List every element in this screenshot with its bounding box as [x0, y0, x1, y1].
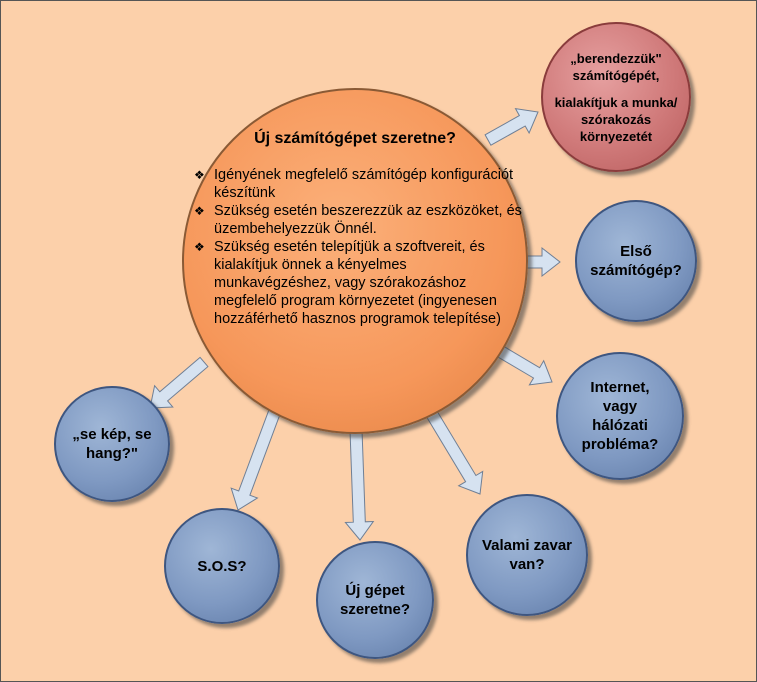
center-circle: Új számítógépet szeretne? ❖ Igényének me… [182, 88, 528, 434]
node-text: hálózati [592, 417, 648, 434]
node-text: számítógép? [590, 262, 682, 279]
node-text: Internet, [590, 379, 650, 396]
node-text: Valami zavar [481, 537, 573, 554]
node-text: van? [509, 556, 545, 573]
node-valami-zavar: Valami zavar van? [466, 494, 588, 616]
diamond-bullet-icon: ❖ [194, 204, 205, 218]
block-arrow [494, 344, 553, 386]
diamond-bullet-icon: ❖ [194, 240, 205, 254]
node-elso-szamitogep: Első számítógép? [575, 200, 697, 322]
center-bullet-item: ❖ Szükség esetén telepítjük a szoftverei… [192, 238, 524, 328]
center-bullet-item: ❖ Igényének megfelelő számítógép konfigu… [192, 166, 524, 202]
center-bullet-item: ❖ Szükség esetén beszerezzük az eszközök… [192, 202, 524, 238]
diamond-bullet-icon: ❖ [194, 168, 205, 182]
node-se-kep-se-hang: „se kép, se hang?" [54, 386, 170, 502]
center-bullet-text: Szükség esetén telepítjük a szoftvereit,… [214, 239, 501, 327]
center-title: Új számítógépet szeretne? [254, 130, 456, 147]
node-text: vagy [602, 398, 638, 415]
block-arrow [149, 356, 209, 409]
node-text: környezetét [579, 128, 653, 144]
node-text: probléma? [581, 436, 659, 453]
node-text: „berendezzük" [570, 50, 662, 66]
block-arrow [230, 405, 283, 511]
node-text: Első [620, 243, 652, 260]
block-arrow [484, 107, 539, 146]
block-arrow [344, 429, 375, 541]
node-text: szeretne? [339, 601, 411, 618]
block-arrow [421, 402, 484, 495]
center-bullet-text: Igényének megfelelő számítógép konfigurá… [214, 167, 514, 201]
node-text: számítógépét, [572, 67, 660, 83]
node-text: szórakozás [580, 111, 652, 127]
node-uj-gepet: Új gépet szeretne? [316, 541, 434, 659]
node-text: Új gépet [345, 582, 405, 599]
node-text: „se kép, se [72, 426, 152, 443]
center-bullet-list: ❖ Igényének megfelelő számítógép konfigu… [192, 166, 524, 328]
center-bullet-text: Szükség esetén beszerezzük az eszközöket… [214, 203, 522, 237]
node-text: S.O.S? [197, 557, 247, 575]
node-text: hang?" [85, 445, 139, 462]
node-internet: Internet, vagy hálózati probléma? [556, 352, 684, 480]
node-berendezzuk: „berendezzük" számítógépét, kialakítjuk … [541, 22, 691, 172]
node-text: kialakítjuk a munka/ [554, 94, 678, 110]
node-sos: S.O.S? [164, 508, 280, 624]
